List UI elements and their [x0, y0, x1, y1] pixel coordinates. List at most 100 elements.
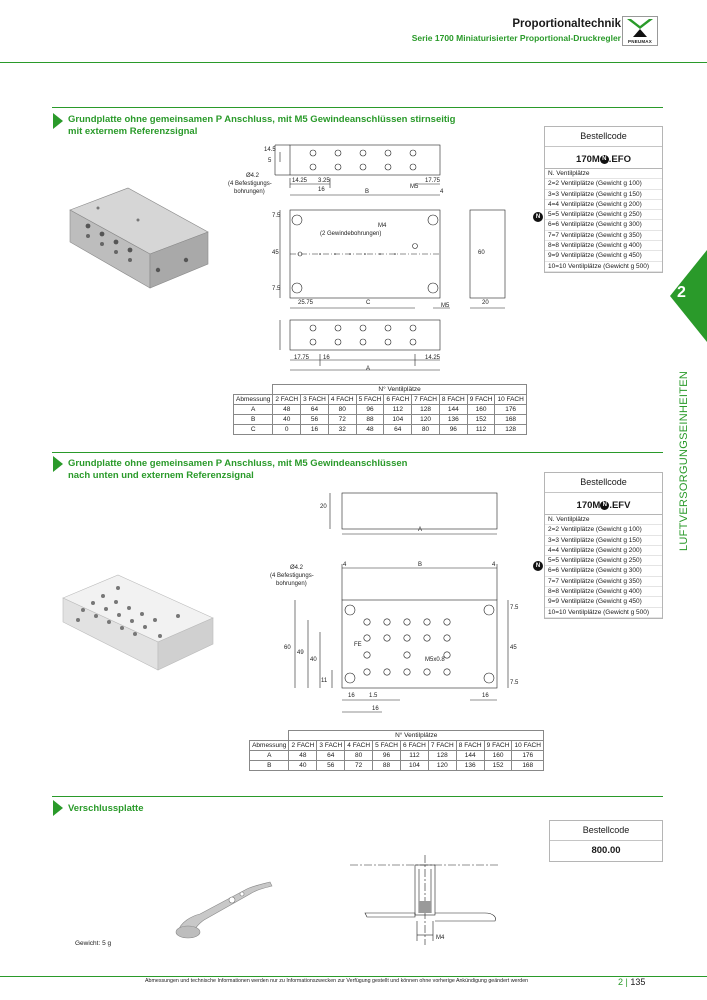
- dim-16-b: 16: [323, 355, 330, 361]
- label-hole: Ø4.2: [246, 173, 260, 179]
- options-header: N. Ventilplätze: [545, 515, 662, 526]
- dim-4-right: 4: [492, 562, 496, 568]
- dim-c: C: [366, 300, 371, 306]
- order-code-label: Bestellcode: [580, 131, 627, 141]
- footer-rule: [0, 976, 707, 977]
- label-hole-note-2: bohrungen): [276, 581, 307, 587]
- label-hole: Ø4.2: [290, 565, 304, 571]
- dim-b: B: [365, 189, 370, 195]
- pneumax-logo: PNEUMAX: [622, 16, 658, 46]
- option-item: 9=9 Ventilplätze (Gewicht g 450): [545, 597, 662, 608]
- order-code-label: Bestellcode: [582, 825, 630, 835]
- dim-3-25: 3.25: [318, 178, 330, 184]
- option-item: 7=7 Ventilplätze (Gewicht g 350): [545, 231, 662, 242]
- dim-16-right: 16: [482, 693, 489, 699]
- dim-45: 45: [272, 250, 279, 256]
- label-m5x08: M5x0.8: [425, 657, 445, 663]
- page-title: Proportionaltechnik: [512, 18, 621, 30]
- option-item: 6=6 Ventilplätze (Gewicht g 300): [545, 566, 662, 577]
- table-header: N° Ventilplätze: [288, 730, 544, 741]
- label-m5-top: M5: [410, 184, 419, 190]
- option-item: 8=8 Ventilplätze (Gewicht g 400): [545, 241, 662, 252]
- dim-4: 4: [440, 189, 444, 195]
- dim-1-5: 1.5: [369, 693, 378, 699]
- dim-25-75: 25.75: [298, 300, 314, 306]
- label-m4-note: (2 Gewindebohrungen): [320, 231, 382, 237]
- section-title: Grundplatte ohne gemeinsamen P Anschluss…: [68, 114, 456, 137]
- label-hole-note: (4 Befestigungs-: [270, 573, 314, 579]
- logo-icon: [627, 19, 653, 37]
- weight-text: Gewicht: 5 g: [75, 940, 112, 947]
- dim-20: 20: [320, 504, 327, 510]
- dim-16-bottom: 16: [372, 706, 379, 712]
- option-item: 2=2 Ventilplätze (Gewicht g 100): [545, 179, 662, 190]
- option-item: 3=3 Ventilplätze (Gewicht g 150): [545, 190, 662, 200]
- section-title: Grundplatte ohne gemeinsamen P Anschluss…: [68, 458, 408, 481]
- option-item: 8=8 Ventilplätze (Gewicht g 400): [545, 587, 662, 598]
- dim-60: 60: [478, 250, 485, 256]
- order-code: 800.00: [550, 840, 662, 861]
- dim-7-5-bottom: 7.5: [510, 680, 519, 686]
- option-item: 4=4 Ventilplätze (Gewicht g 200): [545, 200, 662, 211]
- label-m5-bottom: M5: [441, 303, 450, 309]
- section-arrow-icon: [53, 456, 63, 472]
- dim-60: 60: [284, 645, 291, 651]
- dim-b: B: [418, 562, 423, 568]
- n-symbol-icon: N: [533, 561, 543, 571]
- dim-7-5-top: 7.5: [272, 213, 281, 219]
- options-list-efv: N. Ventilplätze 2=2 Ventilplätze (Gewich…: [544, 514, 663, 619]
- dim-45: 45: [510, 645, 517, 651]
- option-item: 5=5 Ventilplätze (Gewicht g 250): [545, 556, 662, 567]
- dim-7-5-top: 7.5: [510, 605, 519, 611]
- chapter-title: LUFTVERSORGUNGSEINHEITEN: [678, 370, 690, 551]
- n-symbol-icon: N: [599, 154, 609, 164]
- page-subtitle: Serie 1700 Miniaturisierter Proportional…: [411, 33, 621, 43]
- option-item: 9=9 Ventilplätze (Gewicht g 450): [545, 251, 662, 262]
- chapter-number: 2: [677, 284, 686, 301]
- dim-40: 40: [310, 657, 317, 663]
- option-item: 5=5 Ventilplätze (Gewicht g 250): [545, 210, 662, 221]
- dim-20: 20: [482, 300, 489, 306]
- order-code-box-closing-plate: Bestellcode 800.00: [549, 820, 663, 862]
- label-fe: FE: [354, 642, 362, 648]
- closing-plate-section-drawing: [350, 855, 500, 945]
- baseplate-3d-illustration: [69, 187, 209, 289]
- closing-plate-illustration: [175, 881, 273, 939]
- baseplate-bottom-3d-illustration: [62, 574, 214, 671]
- label-hole-note-2: bohrungen): [234, 189, 265, 195]
- n-symbol-icon: N: [600, 500, 610, 510]
- dim-7-5-bottom: 7.5: [272, 286, 281, 292]
- header-rule: [0, 62, 707, 63]
- label-hole-note: (4 Befestigungs-: [228, 181, 272, 187]
- option-item: 6=6 Ventilplätze (Gewicht g 300): [545, 220, 662, 231]
- label-m4: M4: [436, 935, 445, 941]
- dim-14-5: 14.5: [264, 147, 276, 153]
- option-item: 3=3 Ventilplätze (Gewicht g 150): [545, 536, 662, 546]
- label-m4: M4: [378, 223, 387, 229]
- option-item: 10=10 Ventilplätze (Gewicht g 500): [545, 608, 662, 618]
- dim-14-25-b: 14.25: [425, 355, 441, 361]
- option-item: 7=7 Ventilplätze (Gewicht g 350): [545, 577, 662, 588]
- options-header: N. Ventilplätze: [545, 169, 662, 180]
- dim-4-left: 4: [343, 562, 347, 568]
- dim-17-75: 17.75: [425, 178, 441, 184]
- dim-a: A: [366, 366, 371, 372]
- logo-text: PNEUMAX: [628, 39, 652, 44]
- section-arrow-icon: [53, 113, 63, 129]
- option-item: 4=4 Ventilplätze (Gewicht g 200): [545, 546, 662, 557]
- section-title: Verschlussplatte: [68, 803, 144, 814]
- option-item: 2=2 Ventilplätze (Gewicht g 100): [545, 525, 662, 536]
- technical-drawing-efv: [294, 492, 509, 713]
- section-rule: [52, 452, 663, 453]
- chapter-tab: [670, 250, 707, 342]
- dim-17-75-b: 17.75: [294, 355, 310, 361]
